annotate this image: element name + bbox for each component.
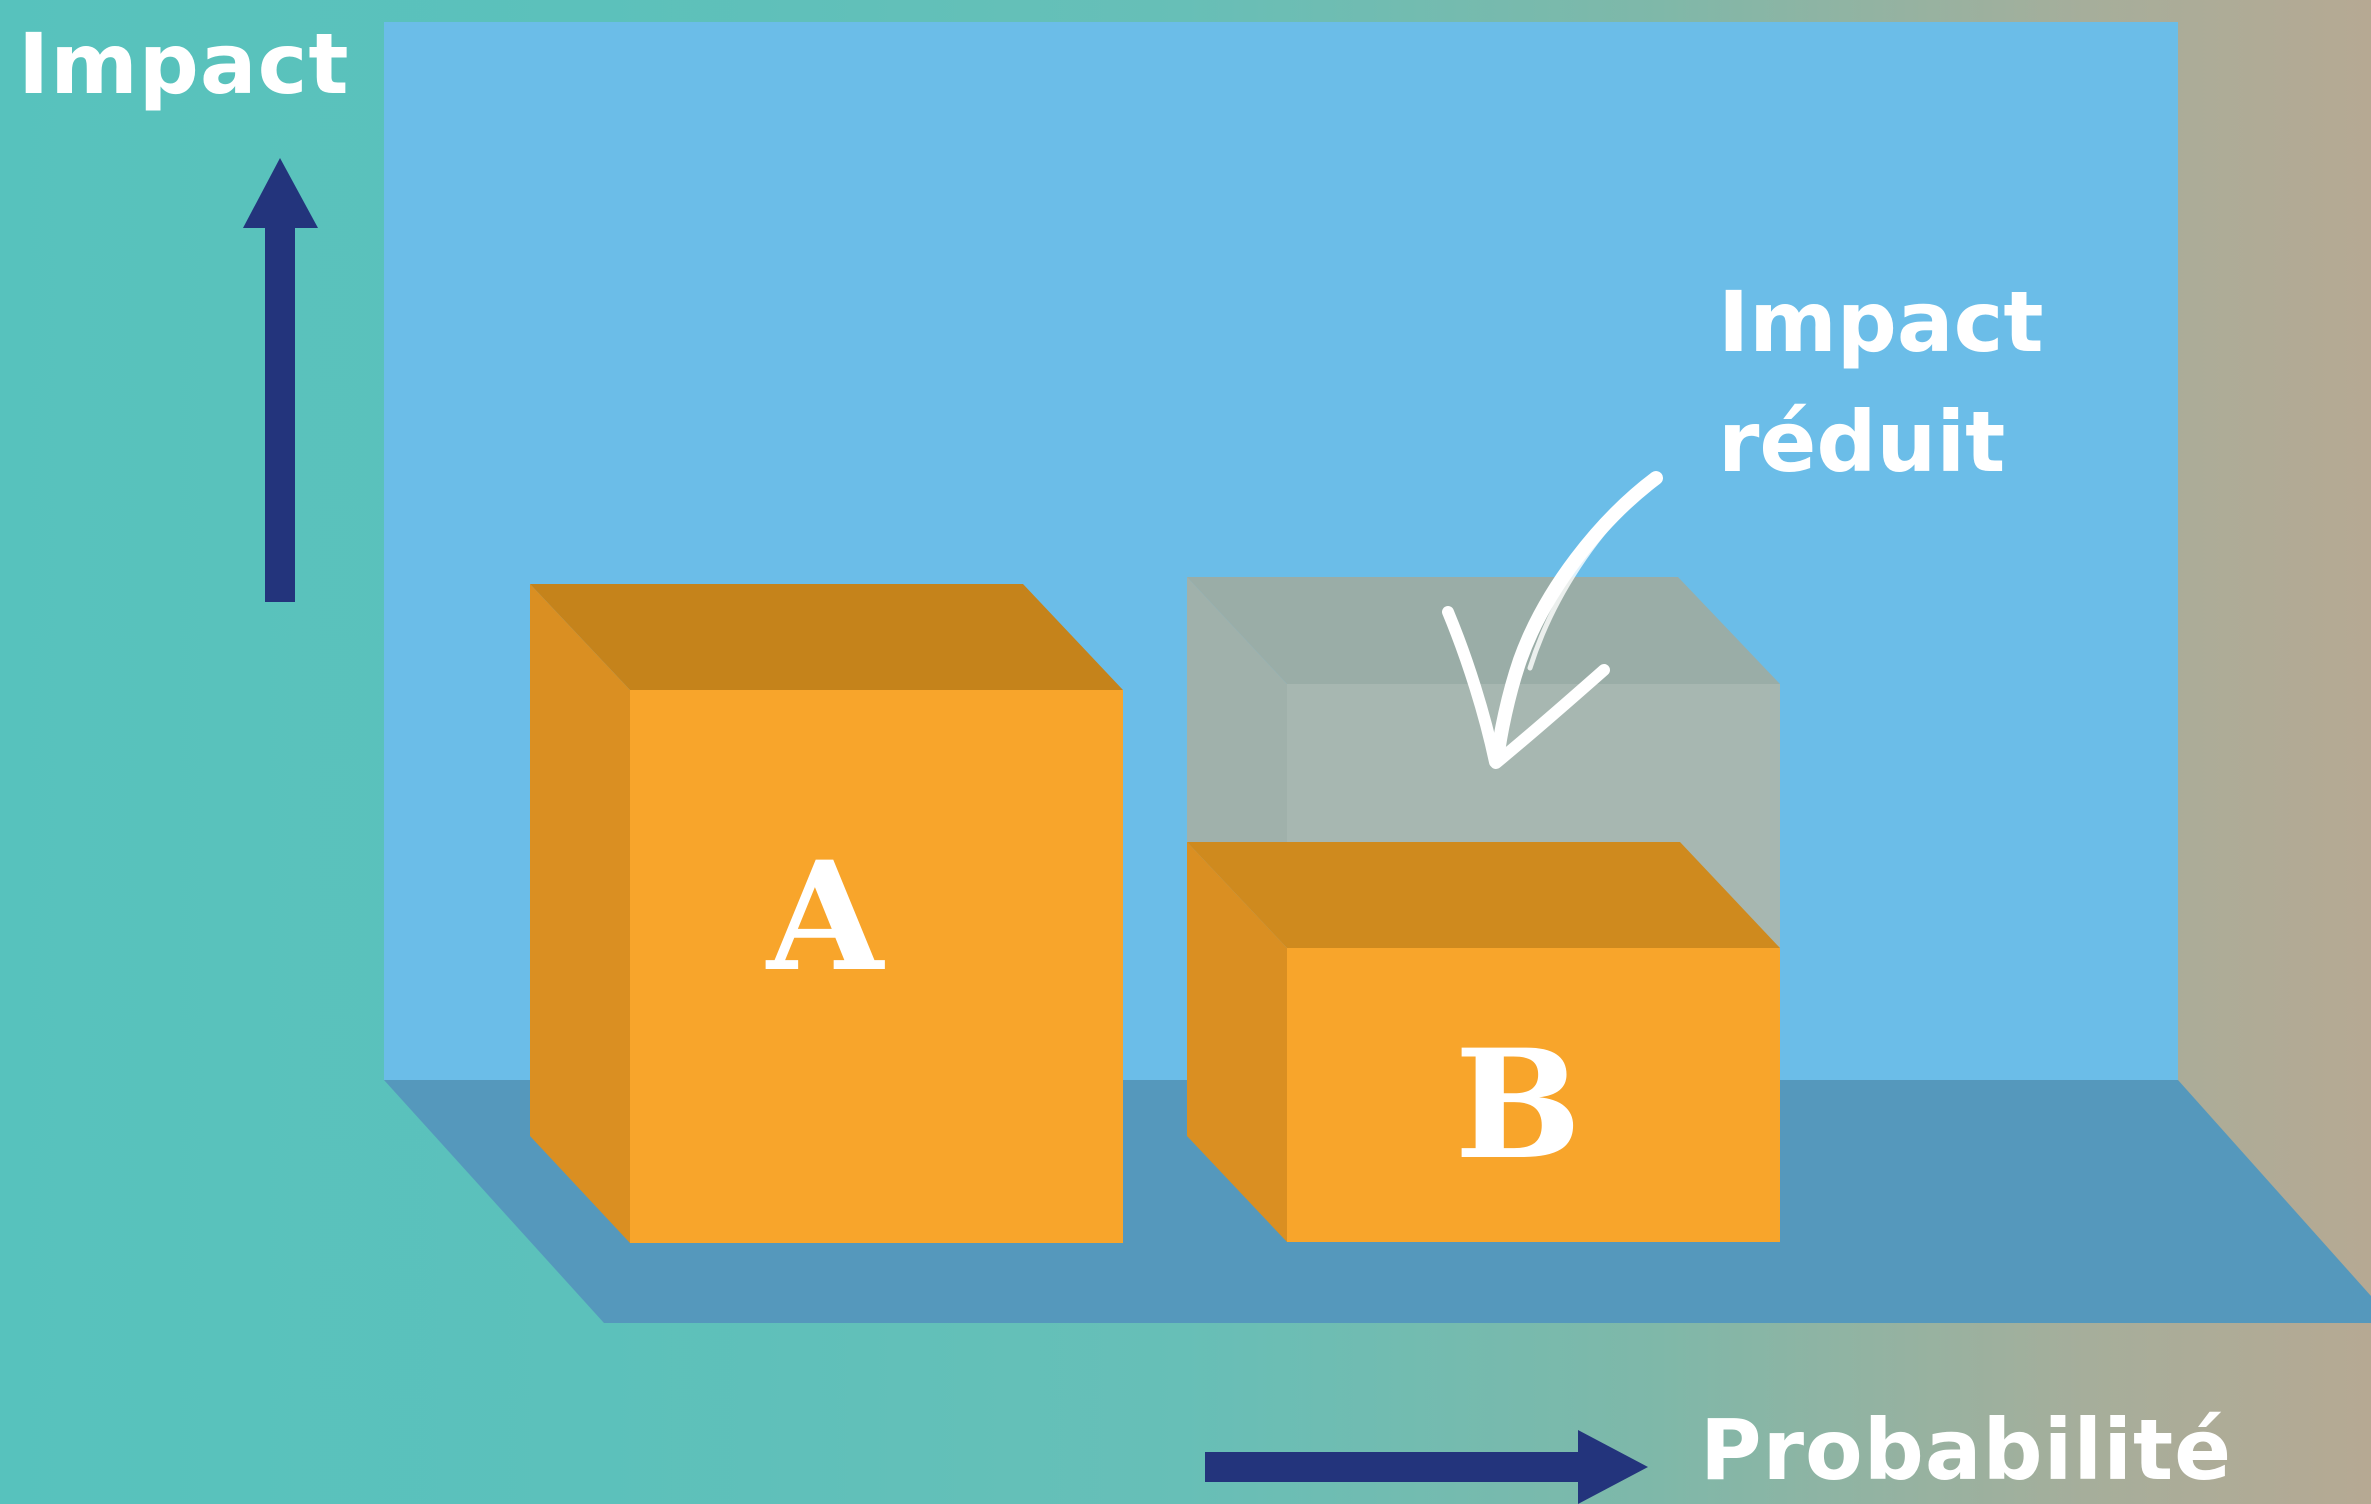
- box-a: [530, 584, 1123, 1243]
- box-a-top-face: [530, 584, 1123, 690]
- box-a-side-face: [530, 584, 630, 1243]
- curved-arrow-down-icon: [1442, 471, 1663, 769]
- x-axis-label: Probabilité: [1700, 1401, 2233, 1499]
- ghost-box-top-face: [1187, 577, 1780, 684]
- reduced-impact-annotation: Impact réduit: [1718, 262, 2044, 502]
- arrow-right-icon: [1205, 1430, 1648, 1504]
- box-b-side-face: [1187, 842, 1287, 1242]
- y-axis-label: Impact: [18, 15, 350, 113]
- box-b-top-face: [1187, 842, 1780, 948]
- box-a-label: A: [766, 829, 884, 1005]
- box-b-label: B: [1454, 1017, 1582, 1193]
- arrow-up-icon: [243, 158, 318, 602]
- box-b-front-face: [1287, 948, 1780, 1242]
- box-a-front-face: [630, 690, 1123, 1243]
- annotation-line-2: réduit: [1718, 393, 2006, 491]
- box-b: [1187, 842, 1780, 1242]
- annotation-line-1: Impact: [1718, 273, 2044, 371]
